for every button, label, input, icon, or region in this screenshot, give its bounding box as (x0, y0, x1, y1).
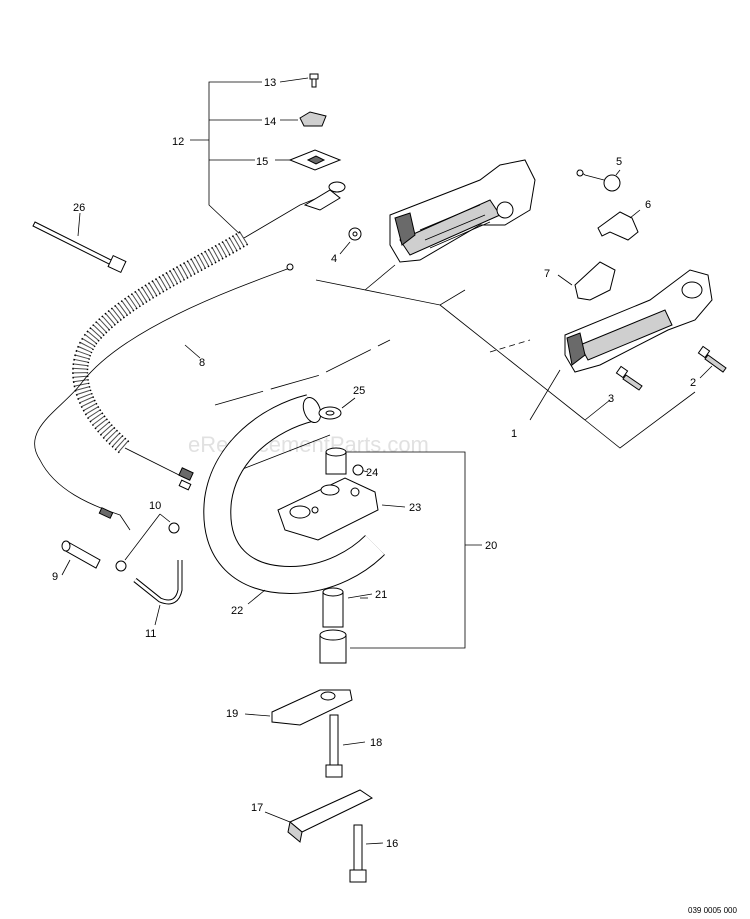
callout-14: 14 (264, 116, 276, 128)
washer-25 (318, 397, 356, 420)
diagram-code: 039 0005 000 (688, 906, 737, 915)
switch-5 (576, 169, 621, 192)
callout-8: 8 (199, 357, 205, 369)
callout-1: 1 (511, 428, 517, 440)
sleeve-9 (61, 540, 101, 576)
callout-16: 16 (386, 838, 398, 850)
callout-labels: 1 2 3 4 5 6 7 8 9 10 11 12 13 14 15 16 1… (52, 77, 696, 850)
handle-tube-22 (203, 394, 385, 605)
throttle-trigger-7 (557, 261, 616, 301)
callout-11: 11 (145, 628, 156, 640)
screw-13 (309, 73, 319, 88)
bracket-10 (115, 513, 180, 572)
callout-21: 21 (375, 589, 387, 601)
callout-24: 24 (366, 467, 378, 479)
callout-5: 5 (616, 156, 622, 168)
bolt-18 (325, 714, 366, 778)
callout-26: 26 (73, 202, 85, 214)
plate-15 (288, 149, 342, 171)
plate-19 (244, 689, 353, 726)
callout-17: 17 (251, 802, 263, 814)
callout-10: 10 (149, 500, 161, 512)
clip-14 (299, 111, 327, 127)
screw-2 (697, 345, 727, 379)
callout-2: 2 (690, 377, 696, 389)
callout-12: 12 (172, 136, 184, 148)
callout-4: 4 (331, 253, 337, 265)
callout-19: 19 (226, 708, 238, 720)
callout-18: 18 (370, 737, 382, 749)
callout-3: 3 (608, 393, 614, 405)
cable-tie-26 (32, 212, 127, 274)
screw-16 (349, 824, 384, 883)
stop-wire-8 (34, 263, 294, 531)
callout-20: 20 (485, 540, 497, 552)
screw-3 (615, 365, 643, 391)
callout-22: 22 (231, 605, 243, 617)
clamp-block-23 (277, 447, 406, 541)
bracket-plate-17 (264, 789, 374, 843)
bent-rod-11 (133, 560, 183, 626)
nut-24 (352, 464, 364, 476)
throttle-cable-12 (72, 181, 346, 491)
assembly-lines (214, 264, 696, 471)
trigger-lock-6 (597, 209, 641, 241)
callout-6: 6 (645, 199, 651, 211)
handle-half-lower (564, 269, 713, 373)
spacer-21 (322, 587, 373, 628)
callout-23: 23 (409, 502, 421, 514)
handle-half-upper (389, 159, 536, 263)
callout-15: 15 (256, 156, 268, 168)
callout-25: 25 (353, 385, 365, 397)
callout-9: 9 (52, 571, 58, 583)
bracket-group-12 (190, 77, 309, 239)
callout-7: 7 (544, 268, 550, 280)
nut-4 (339, 227, 362, 255)
bushing-lower (319, 629, 347, 664)
callout-13: 13 (264, 77, 276, 89)
